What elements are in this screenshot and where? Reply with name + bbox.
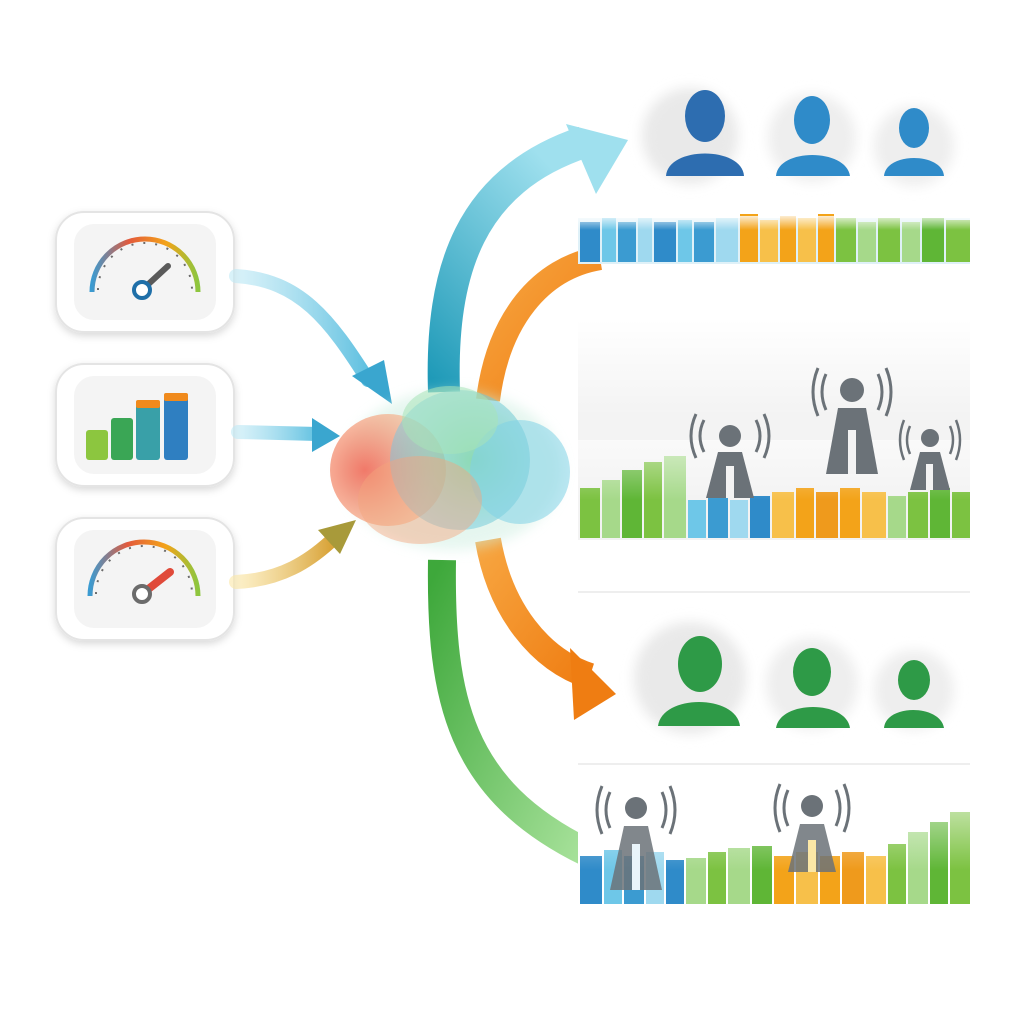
radio-tower-person-icon [898, 419, 962, 490]
outbound-arrow-up [427, 124, 628, 393]
radio-tower-person-icon [773, 783, 851, 872]
inbound-arrow-middle [231, 418, 340, 452]
radio-tower-person-icon [689, 413, 771, 498]
user-icon [776, 96, 850, 176]
radio-tower-person-icon [595, 785, 677, 890]
spectrum-strip-icon [578, 214, 970, 264]
outbound-arrow-orange-lower [475, 537, 616, 720]
user-icon [658, 636, 740, 726]
user-icon [776, 648, 850, 728]
user-group-bottom [634, 622, 954, 734]
user-icon [884, 660, 944, 728]
user-icon [666, 90, 744, 176]
radio-tower-person-icon [811, 367, 893, 474]
bar-chart-icon [86, 393, 188, 460]
outbound-arrow-green [427, 559, 593, 865]
user-icon [884, 108, 944, 176]
speedometer-icon [89, 236, 201, 300]
input-card-gauge-top [55, 211, 235, 333]
cloud-hub-icon [330, 386, 570, 550]
speedometer-icon [87, 539, 201, 604]
input-card-gauge-bottom [55, 517, 235, 641]
inbound-arrow-bottom [229, 520, 356, 589]
inbound-arrow-top [229, 269, 392, 404]
user-group-top [642, 88, 954, 186]
signal-bars-panel-icon [578, 320, 970, 540]
